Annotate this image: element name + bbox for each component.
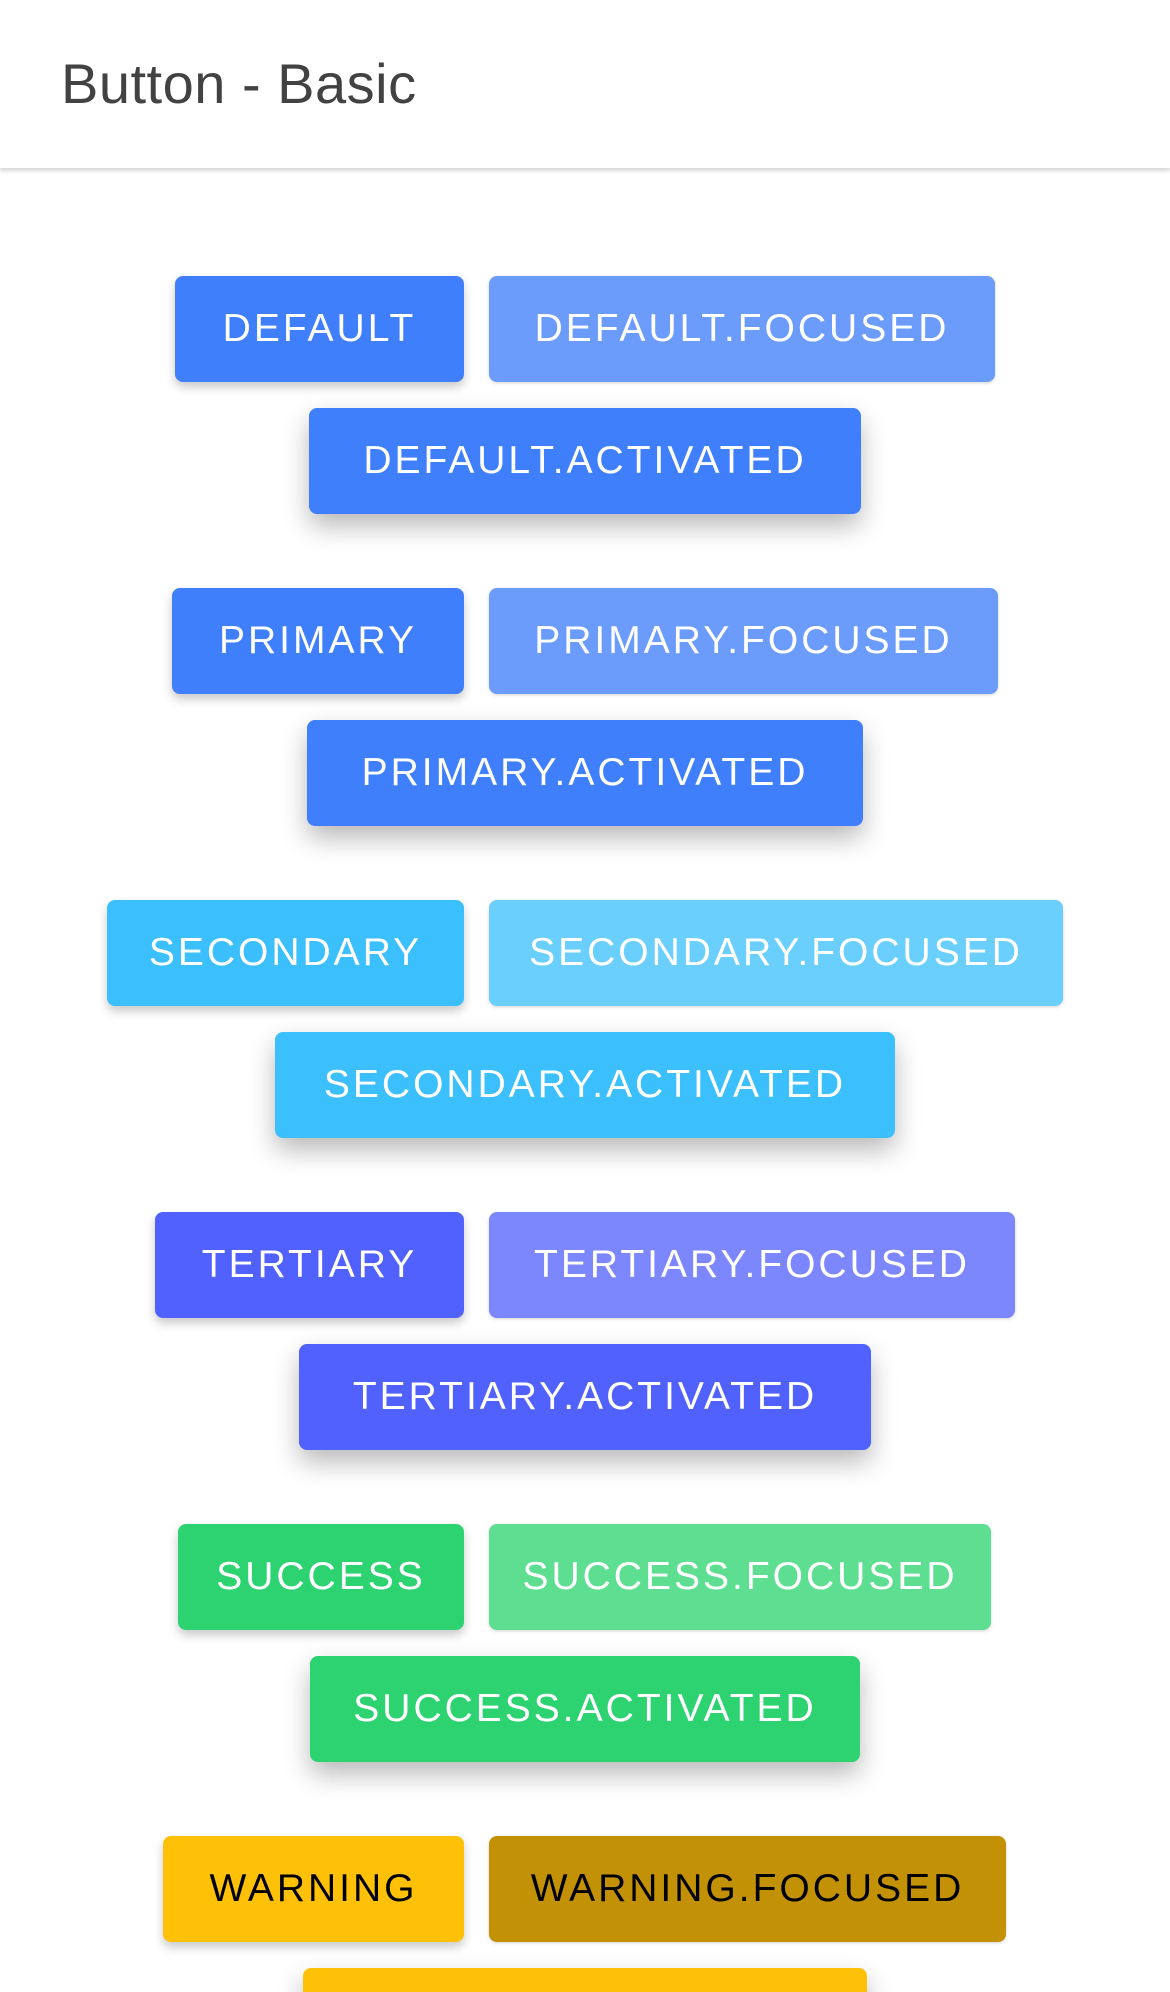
secondary-activated-button[interactable]: SECONDARY.ACTIVATED: [275, 1032, 895, 1138]
success-button[interactable]: SUCCESS: [178, 1524, 464, 1630]
default-activated-button[interactable]: DEFAULT.ACTIVATED: [309, 408, 861, 514]
primary-focused-button[interactable]: PRIMARY.FOCUSED: [489, 588, 998, 694]
tertiary-button[interactable]: TERTIARY: [155, 1212, 464, 1318]
warning-focused-button[interactable]: WARNING.FOCUSED: [489, 1836, 1006, 1942]
success-focused-button[interactable]: SUCCESS.FOCUSED: [489, 1524, 991, 1630]
primary-button[interactable]: PRIMARY: [172, 588, 464, 694]
tertiary-focused-button[interactable]: TERTIARY.FOCUSED: [489, 1212, 1015, 1318]
app-header: Button - Basic: [0, 0, 1170, 168]
default-focused-button[interactable]: DEFAULT.FOCUSED: [489, 276, 995, 382]
primary-activated-button[interactable]: PRIMARY.ACTIVATED: [307, 720, 863, 826]
default-button[interactable]: DEFAULT: [175, 276, 464, 382]
page-title: Button - Basic: [61, 52, 417, 115]
button-showcase: DEFAULT DEFAULT.FOCUSED DEFAULT.ACTIVATE…: [0, 168, 1170, 1992]
success-activated-button[interactable]: SUCCESS.ACTIVATED: [310, 1656, 860, 1762]
warning-activated-button[interactable]: [303, 1968, 867, 1992]
secondary-focused-button[interactable]: SECONDARY.FOCUSED: [489, 900, 1063, 1006]
warning-button[interactable]: WARNING: [163, 1836, 464, 1942]
tertiary-activated-button[interactable]: TERTIARY.ACTIVATED: [299, 1344, 871, 1450]
secondary-button[interactable]: SECONDARY: [107, 900, 464, 1006]
